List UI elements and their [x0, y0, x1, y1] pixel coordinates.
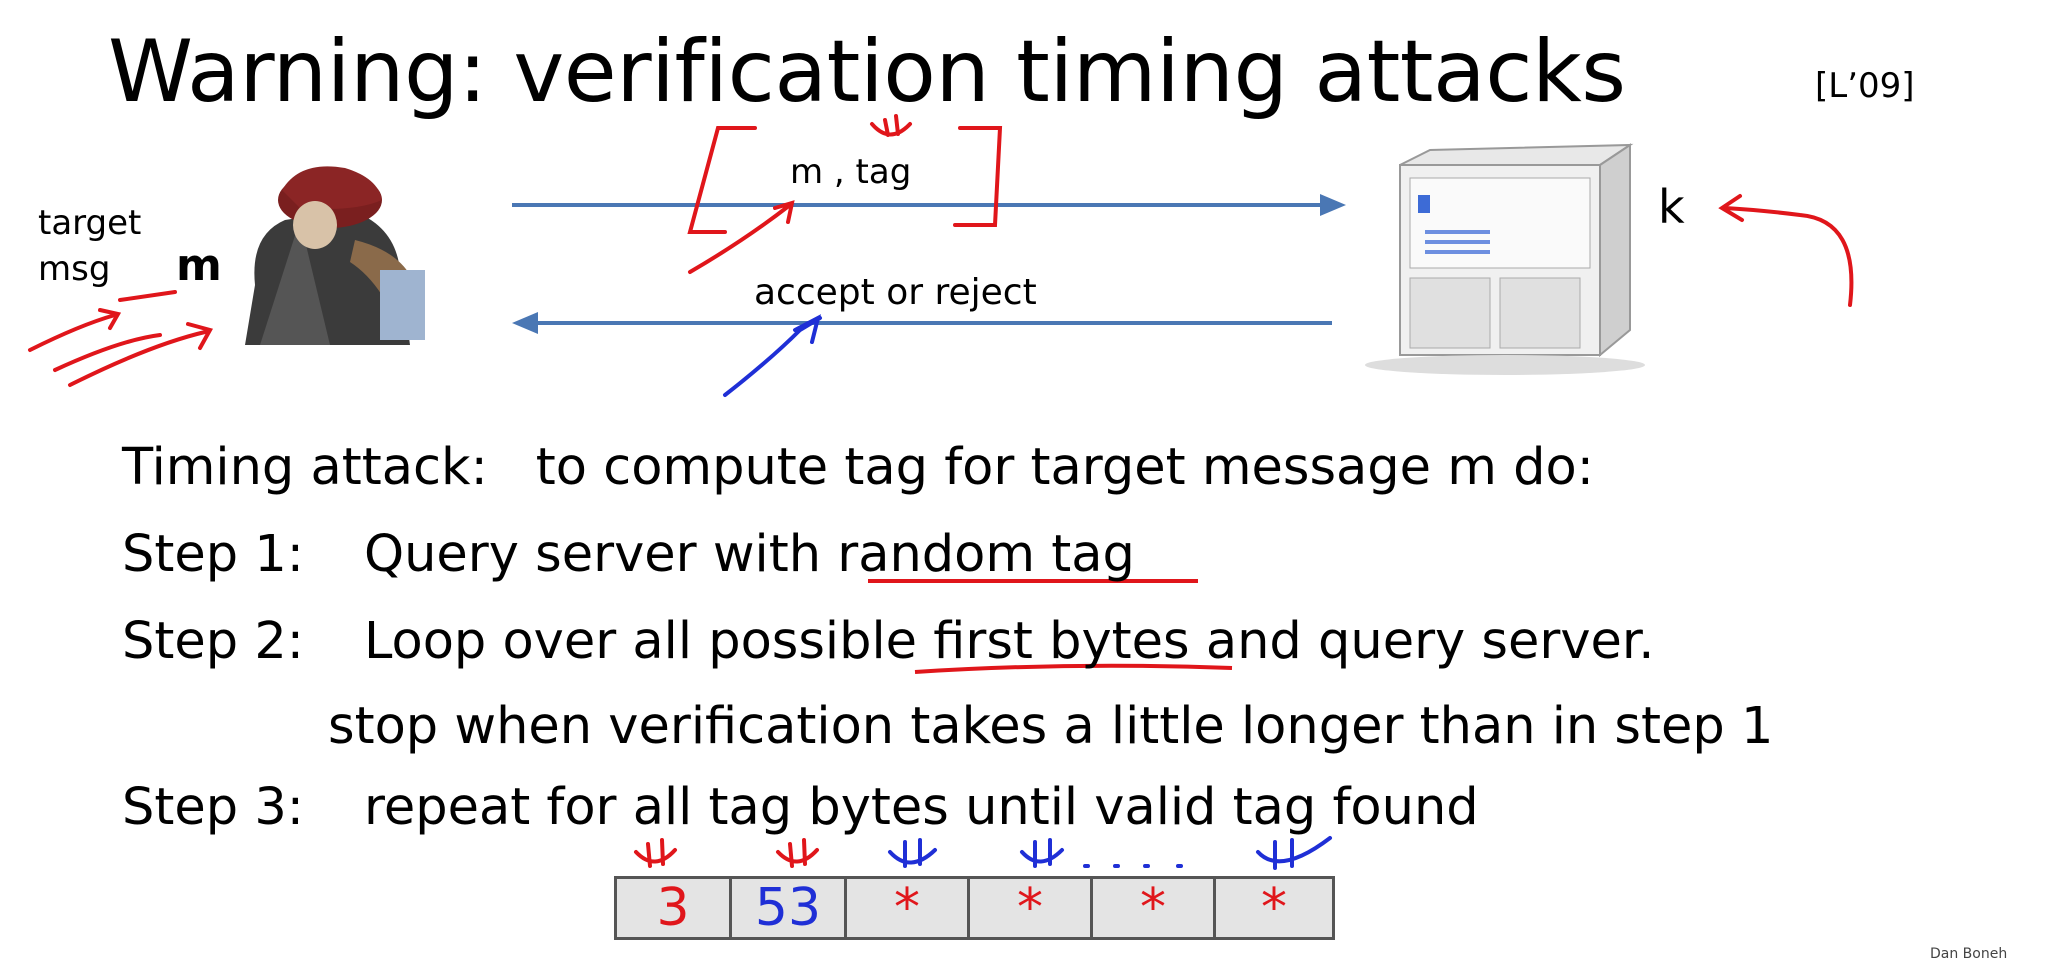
step1-emphasis: random tag: [837, 525, 1135, 584]
tag-byte-cell: *: [1093, 878, 1216, 938]
server-icon: [1365, 143, 1645, 375]
author-credit: Dan Boneh: [1930, 946, 2008, 962]
step2-emphasis: first bytes: [933, 612, 1190, 671]
target-msg-label: target msg m: [38, 200, 222, 292]
arrow-to-server: [512, 194, 1346, 216]
bracket-annotation: [687, 114, 1003, 274]
tag-byte-cell: 3: [617, 878, 732, 938]
step-3: Step 3: repeat for all tag bytes until va…: [122, 778, 1479, 837]
step2-text-end: and query server.: [1189, 612, 1655, 671]
arrow-to-attacker: [512, 312, 1332, 334]
step-2: Step 2: Loop over all possible first byte…: [122, 612, 1654, 671]
tag-byte-cell: *: [1261, 878, 1287, 938]
step3-label: Step 3:: [122, 778, 304, 837]
step1-text: Query server with: [363, 525, 838, 584]
step-1: Step 1: Query server with random tag: [122, 525, 1135, 584]
target-msg-var: m: [176, 240, 222, 291]
tag-byte-cell: *: [847, 878, 970, 938]
message-tag-label: m , tag: [790, 152, 912, 192]
intro-label: Timing attack:: [122, 438, 488, 497]
timing-attack-intro: Timing attack: to compute tag for target …: [122, 438, 1594, 497]
step1-label: Step 1:: [122, 525, 304, 584]
tag-byte-cell: *: [970, 878, 1093, 938]
key-label: k: [1658, 180, 1685, 234]
attacker-icon: [245, 166, 425, 345]
citation: [L’09]: [1815, 66, 1915, 106]
response-arrow-annotation: [723, 314, 822, 397]
intro-text: to compute tag for target message m do:: [535, 438, 1594, 497]
tag-byte-array: 3 53 * * * *: [614, 876, 1335, 940]
target-annotation: [28, 290, 213, 387]
accept-reject-label: accept or reject: [754, 272, 1037, 313]
byte-markers: [634, 836, 1332, 870]
tag-byte-cell: 53: [732, 878, 847, 938]
key-arrow-annotation: [1718, 194, 1854, 307]
step-2-continuation: stop when verification takes a little lo…: [328, 697, 1774, 756]
target-msg-text: target msg: [38, 203, 142, 289]
step3-text: repeat for all tag bytes until valid tag…: [363, 778, 1479, 837]
slide-title: Warning: verification timing attacks: [108, 22, 1626, 122]
step2-text: Loop over all possible: [363, 612, 934, 671]
step2-label: Step 2:: [122, 612, 304, 671]
first-bytes-underline: [914, 663, 1233, 674]
